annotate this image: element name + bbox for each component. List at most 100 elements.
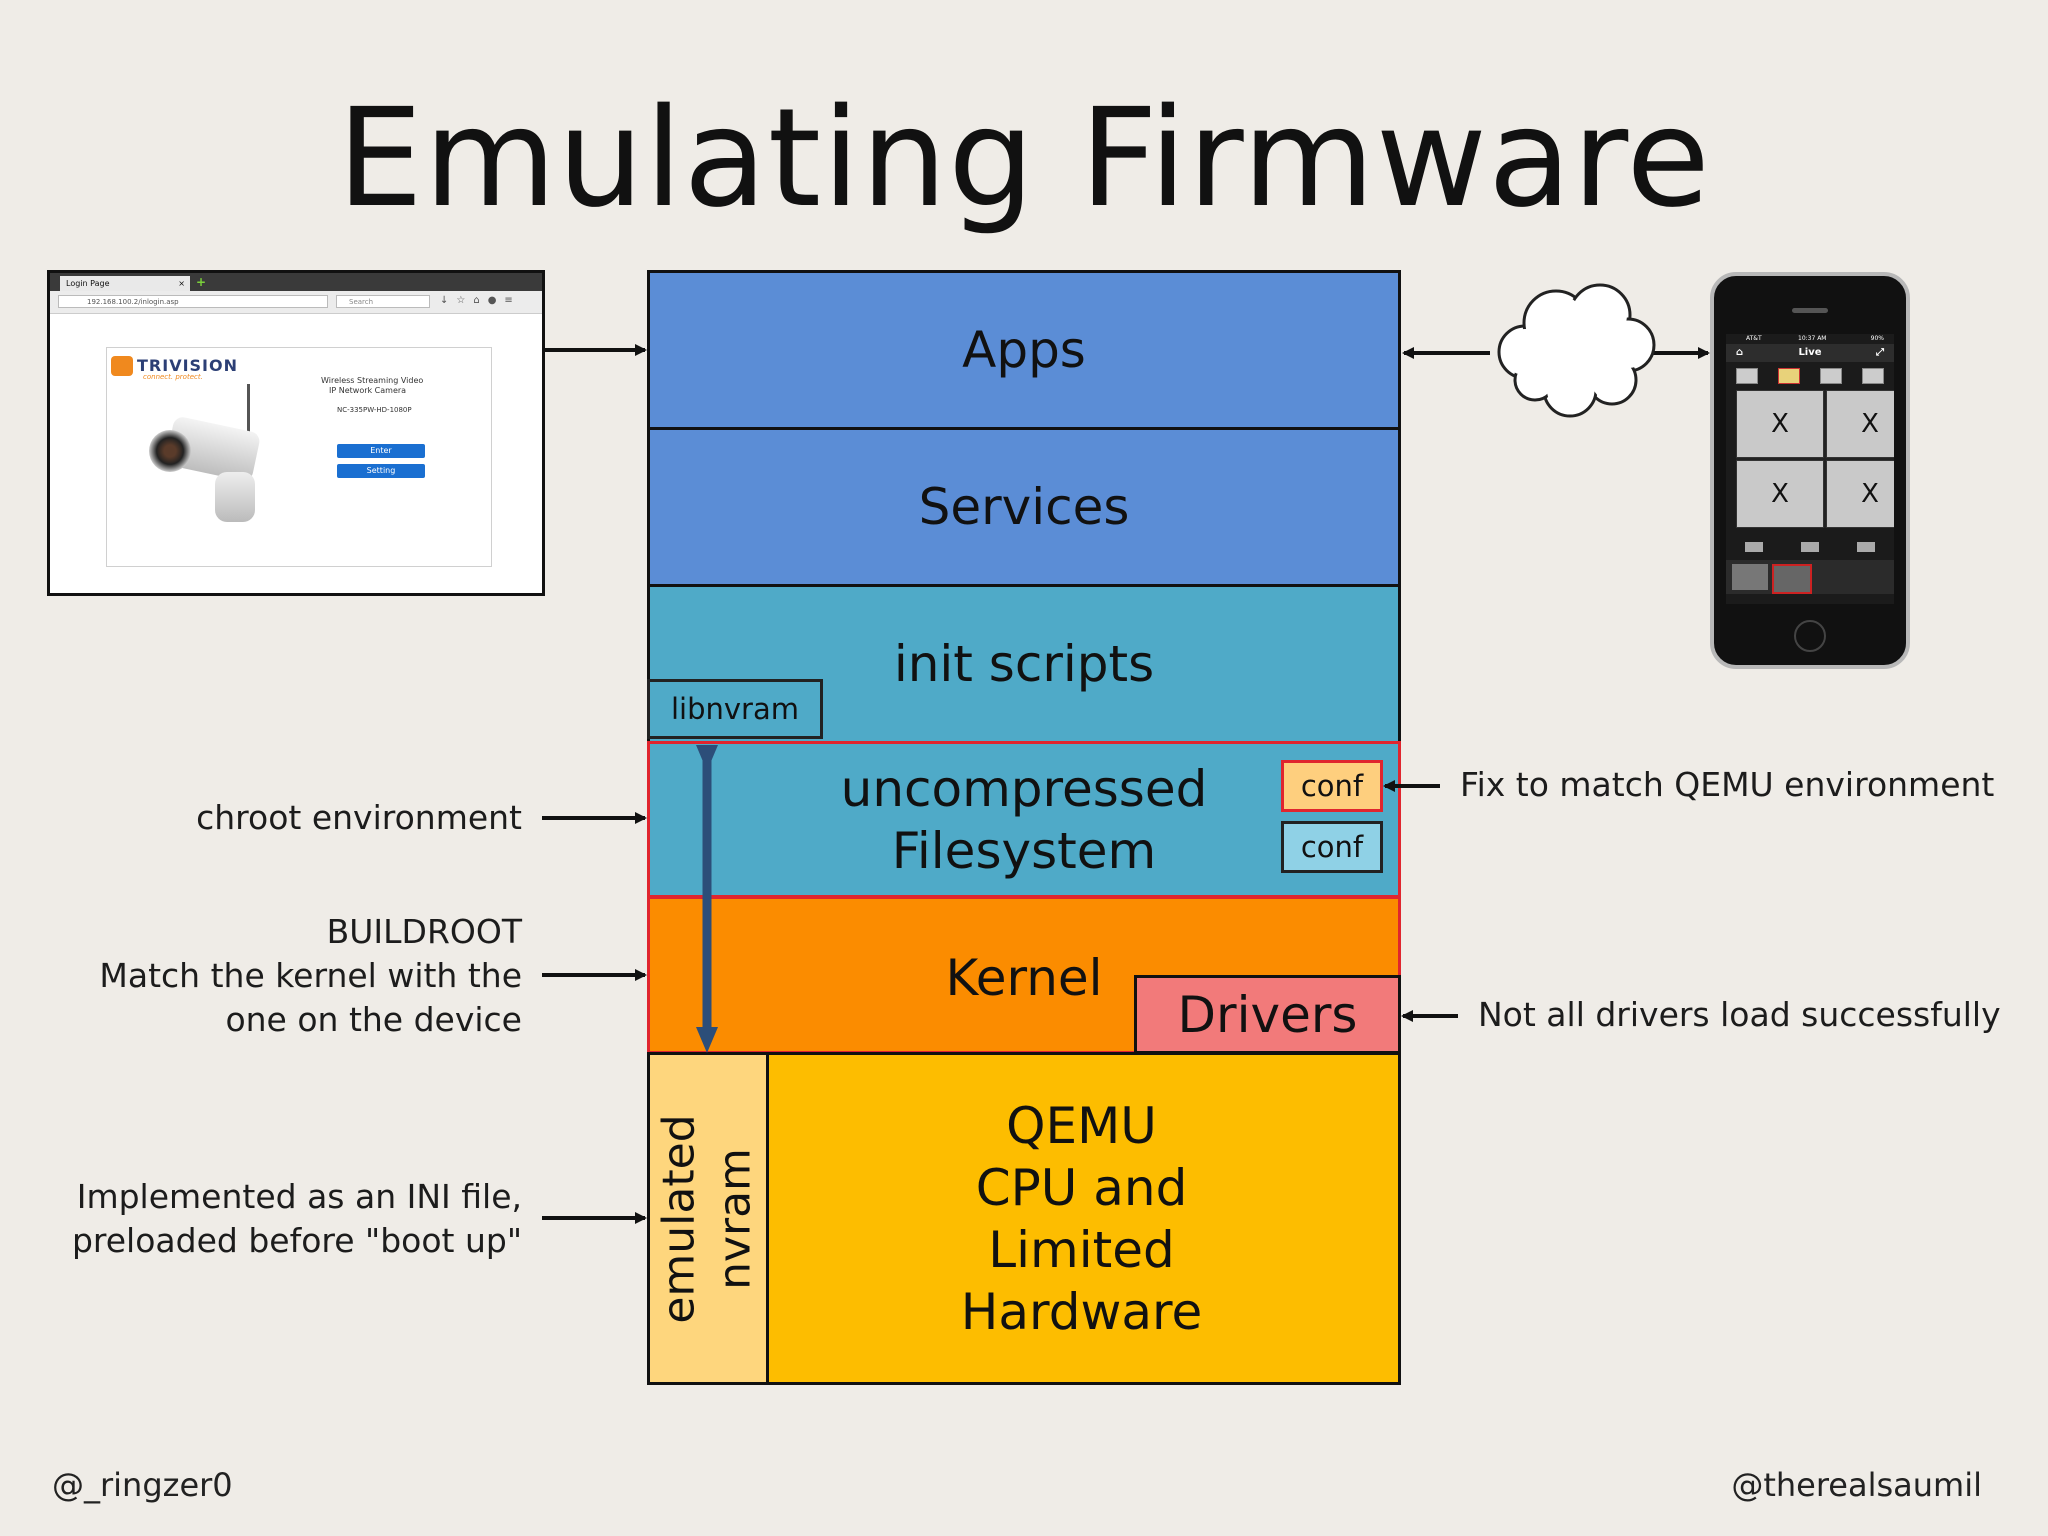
- phone-carrier: AT&T: [1746, 335, 1762, 342]
- conf-fixed-box: conf: [1281, 760, 1383, 812]
- browser-toolbar: 192.168.100.2/inlogin.asp Search ↓☆⌂●≡: [50, 291, 542, 314]
- drivers-note-text: Not all drivers load successfully: [1478, 995, 2001, 1034]
- qemu-label-line2: CPU and: [975, 1158, 1188, 1217]
- buildroot-line2: Match the kernel with the: [99, 956, 522, 995]
- qemu-label-line4: Hardware: [960, 1282, 1203, 1341]
- camera-cell[interactable]: X: [1736, 390, 1824, 458]
- phone-nav-bar: ⌂ Live ⤢: [1726, 344, 1894, 362]
- brand-tagline: connect. protect.: [143, 373, 203, 381]
- filesystem-label-line2: Filesystem: [891, 821, 1157, 880]
- qemu-layer: QEMU CPU and Limited Hardware: [647, 1052, 1401, 1385]
- setting-button-label: Setting: [366, 466, 396, 475]
- emulated-nvram-box: emulated nvram: [647, 1052, 769, 1385]
- snapshot-icon[interactable]: [1745, 542, 1763, 552]
- init-scripts-label: init scripts: [893, 635, 1155, 693]
- expand-icon[interactable]: ⤢: [1876, 347, 1884, 358]
- camera-cell[interactable]: X: [1736, 460, 1824, 528]
- nvram-note: Implemented as an INI file, preloaded be…: [30, 1175, 522, 1263]
- layout-4-icon[interactable]: [1778, 368, 1800, 384]
- drivers-box: Drivers: [1134, 975, 1401, 1054]
- login-page-panel: TRIVISION connect. protect. Wireless Str…: [106, 347, 492, 567]
- buildroot-line3: one on the device: [225, 1000, 522, 1039]
- product-line2: IP Network Camera: [329, 386, 407, 395]
- product-line1: Wireless Streaming Video: [321, 376, 424, 385]
- tab-close-icon: ×: [178, 279, 185, 288]
- phone-time: 10:37 AM: [1798, 335, 1827, 342]
- cloud-fill: [1502, 288, 1651, 413]
- camera-antenna: [247, 384, 250, 434]
- camera-mount: [215, 472, 255, 522]
- layout-16-icon[interactable]: [1862, 368, 1884, 384]
- search-bar: Search: [336, 295, 430, 308]
- buildroot-line1: BUILDROOT: [326, 912, 522, 951]
- libnvram-box: libnvram: [647, 679, 823, 739]
- conf-fix-note: Fix to match QEMU environment: [1460, 763, 2020, 807]
- drivers-note: Not all drivers load successfully: [1478, 993, 2018, 1037]
- ptz-icon[interactable]: [1801, 542, 1819, 552]
- camera-cell[interactable]: X: [1826, 390, 1894, 458]
- drivers-label: Drivers: [1177, 985, 1358, 1044]
- camera-grid: X X X X: [1736, 390, 1894, 528]
- layout-1-icon[interactable]: [1736, 368, 1758, 384]
- browser-screenshot: Login Page × + 192.168.100.2/inlogin.asp…: [47, 270, 545, 596]
- slide-title: Emulating Firmware: [337, 80, 1711, 238]
- libnvram-label: libnvram: [670, 692, 799, 726]
- layout-9-icon[interactable]: [1820, 368, 1842, 384]
- cell-label: X: [1861, 479, 1879, 509]
- browser-tab: Login Page ×: [60, 276, 190, 291]
- phone-status-bar: AT&T 10:37 AM 90%: [1726, 334, 1894, 344]
- buildroot-note: BUILDROOT Match the kernel with the one …: [60, 910, 522, 1042]
- filesystem-layer: uncompressed Filesystem: [647, 741, 1401, 898]
- layout-toolbar: [1726, 366, 1894, 386]
- camera-image: [135, 384, 275, 524]
- services-label: Services: [918, 478, 1130, 536]
- chroot-note: chroot environment: [60, 796, 522, 840]
- enter-button-label: Enter: [370, 446, 392, 455]
- apps-layer: Apps: [647, 270, 1401, 430]
- cell-label: X: [1771, 479, 1789, 509]
- footer-right-handle: @therealsaumil: [1731, 1466, 1982, 1504]
- enter-button[interactable]: Enter: [337, 444, 425, 458]
- thumbnail[interactable]: [1772, 564, 1812, 594]
- filesystem-label-line1: uncompressed: [840, 759, 1208, 818]
- apps-label: Apps: [962, 321, 1086, 379]
- conf-original-label: conf: [1300, 830, 1364, 864]
- chroot-note-text: chroot environment: [196, 798, 522, 837]
- qemu-label-line1: QEMU: [1006, 1096, 1157, 1155]
- footer-left-handle: @_ringzer0: [52, 1466, 233, 1504]
- nvram-note-line2: preloaded before "boot up": [71, 1221, 522, 1260]
- browser-toolbar-icons: ↓☆⌂●≡: [440, 295, 521, 306]
- search-placeholder: Search: [349, 298, 374, 306]
- thumbnail[interactable]: [1732, 564, 1768, 590]
- conf-fixed-label: conf: [1300, 769, 1364, 803]
- conf-fix-note-text: Fix to match QEMU environment: [1460, 765, 1995, 804]
- url-text: 192.168.100.2/inlogin.asp: [87, 298, 179, 306]
- conf-original-box: conf: [1281, 821, 1383, 873]
- thumbnail-strip: [1726, 560, 1894, 594]
- phone-home-button[interactable]: [1794, 620, 1826, 652]
- trivision-logo-icon: [111, 356, 133, 376]
- phone-control-bar: [1726, 538, 1894, 556]
- record-icon[interactable]: [1857, 542, 1875, 552]
- url-bar: 192.168.100.2/inlogin.asp: [58, 295, 328, 308]
- phone-device: AT&T 10:37 AM 90% ⌂ Live ⤢ X X X X: [1710, 272, 1910, 669]
- phone-speaker: [1792, 308, 1828, 313]
- camera-lens: [149, 430, 191, 472]
- cell-label: X: [1861, 409, 1879, 439]
- nvram-note-line1: Implemented as an INI file,: [76, 1177, 522, 1216]
- setting-button[interactable]: Setting: [337, 464, 425, 478]
- services-layer: Services: [647, 427, 1401, 587]
- phone-screen: AT&T 10:37 AM 90% ⌂ Live ⤢ X X X X: [1726, 334, 1894, 604]
- phone-screen-title: Live: [1798, 347, 1822, 358]
- home-icon[interactable]: ⌂: [1736, 347, 1744, 358]
- browser-tab-bar: Login Page × +: [50, 273, 542, 291]
- camera-cell[interactable]: X: [1826, 460, 1894, 528]
- qemu-label-line3: Limited: [988, 1220, 1175, 1279]
- new-tab-icon: +: [196, 275, 207, 289]
- model-number: NC-335PW-HD-1080P: [337, 406, 412, 414]
- phone-battery: 90%: [1870, 335, 1884, 342]
- browser-tab-title: Login Page: [66, 279, 110, 288]
- cell-label: X: [1771, 409, 1789, 439]
- brand-name: TRIVISION: [137, 356, 238, 375]
